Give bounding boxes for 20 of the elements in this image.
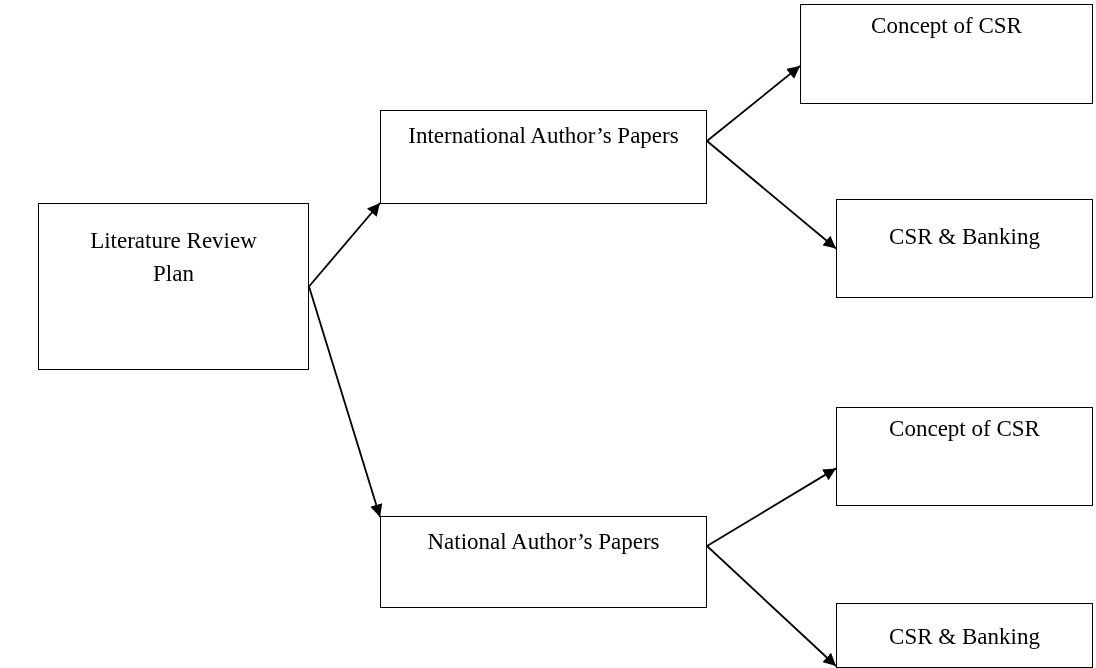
- box-label: Concept of CSR: [870, 12, 1023, 40]
- arrow: [706, 65, 801, 142]
- process-box: [380, 516, 707, 608]
- arrow: [308, 202, 381, 288]
- box-label: CSR & Banking: [888, 623, 1041, 651]
- arrow: [706, 545, 837, 667]
- process-box: [836, 199, 1093, 298]
- process-box: [800, 4, 1093, 104]
- box-label: National Author’s Papers: [426, 528, 661, 556]
- process-box: [836, 407, 1093, 506]
- box-label: Concept of CSR: [888, 415, 1041, 443]
- box-label: Literature Review Plan: [89, 227, 258, 289]
- process-box: [38, 203, 309, 370]
- process-box: [836, 603, 1093, 668]
- process-box: [380, 110, 707, 204]
- arrow: [706, 140, 837, 250]
- box-label: CSR & Banking: [888, 223, 1041, 251]
- arrow: [308, 285, 383, 518]
- box-label: International Author’s Papers: [407, 122, 680, 150]
- arrow: [706, 467, 837, 547]
